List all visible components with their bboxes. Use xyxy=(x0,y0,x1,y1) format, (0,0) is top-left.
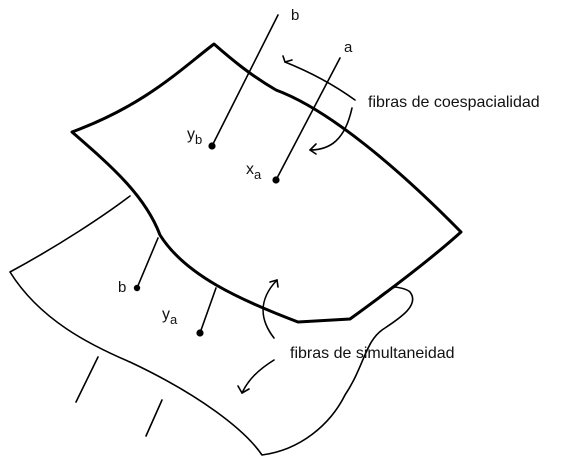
lower-sheet-fiber-1 xyxy=(75,356,99,403)
arrow-simultaneidad-1-head xyxy=(269,279,279,288)
point-yb-label: yb xyxy=(187,126,202,147)
fiber-b-upper[interactable] xyxy=(211,14,279,147)
point-ya-label: ya xyxy=(162,306,178,327)
point-yb-base: y xyxy=(187,126,195,143)
arrow-coespacialidad-1-head xyxy=(282,55,293,63)
lower-sheet-outline xyxy=(9,195,414,456)
point-xa[interactable] xyxy=(272,176,280,184)
point-ya-sub: a xyxy=(170,312,178,327)
point-xa-label: xa xyxy=(246,161,262,182)
upper-surface-outline[interactable] xyxy=(70,42,463,324)
point-xa-sub: a xyxy=(254,167,262,182)
arrow-coespacialidad-2-head xyxy=(309,143,317,155)
caption-coespacialidad: fibras de coespacialidad xyxy=(368,94,540,111)
point-yb[interactable] xyxy=(208,142,216,150)
fiber-a-upper[interactable] xyxy=(275,57,341,181)
point-b-lower[interactable] xyxy=(133,284,141,292)
fiber-a-top-label: a xyxy=(344,39,353,56)
lower-sheet-fiber-2 xyxy=(145,399,163,437)
arrow-simultaneidad-2 xyxy=(241,359,275,394)
fiber-b-lower-label: b xyxy=(118,279,126,296)
arrow-coespacialidad-1 xyxy=(284,61,356,101)
point-ya-base: y xyxy=(162,306,170,323)
point-xa-base: x xyxy=(246,161,254,178)
fiber-a-lower[interactable] xyxy=(199,287,217,334)
caption-simultaneidad: fibras de simultaneidad xyxy=(290,345,455,362)
arrow-simultaneidad-2-head xyxy=(237,385,250,394)
point-ya[interactable] xyxy=(196,329,204,337)
fiber-b-lower[interactable] xyxy=(136,237,159,289)
point-yb-sub: b xyxy=(195,132,202,147)
fiber-b-top-label: b xyxy=(291,7,299,24)
arrow-simultaneidad-1 xyxy=(262,279,278,339)
arrow-coespacialidad-2 xyxy=(309,107,353,151)
